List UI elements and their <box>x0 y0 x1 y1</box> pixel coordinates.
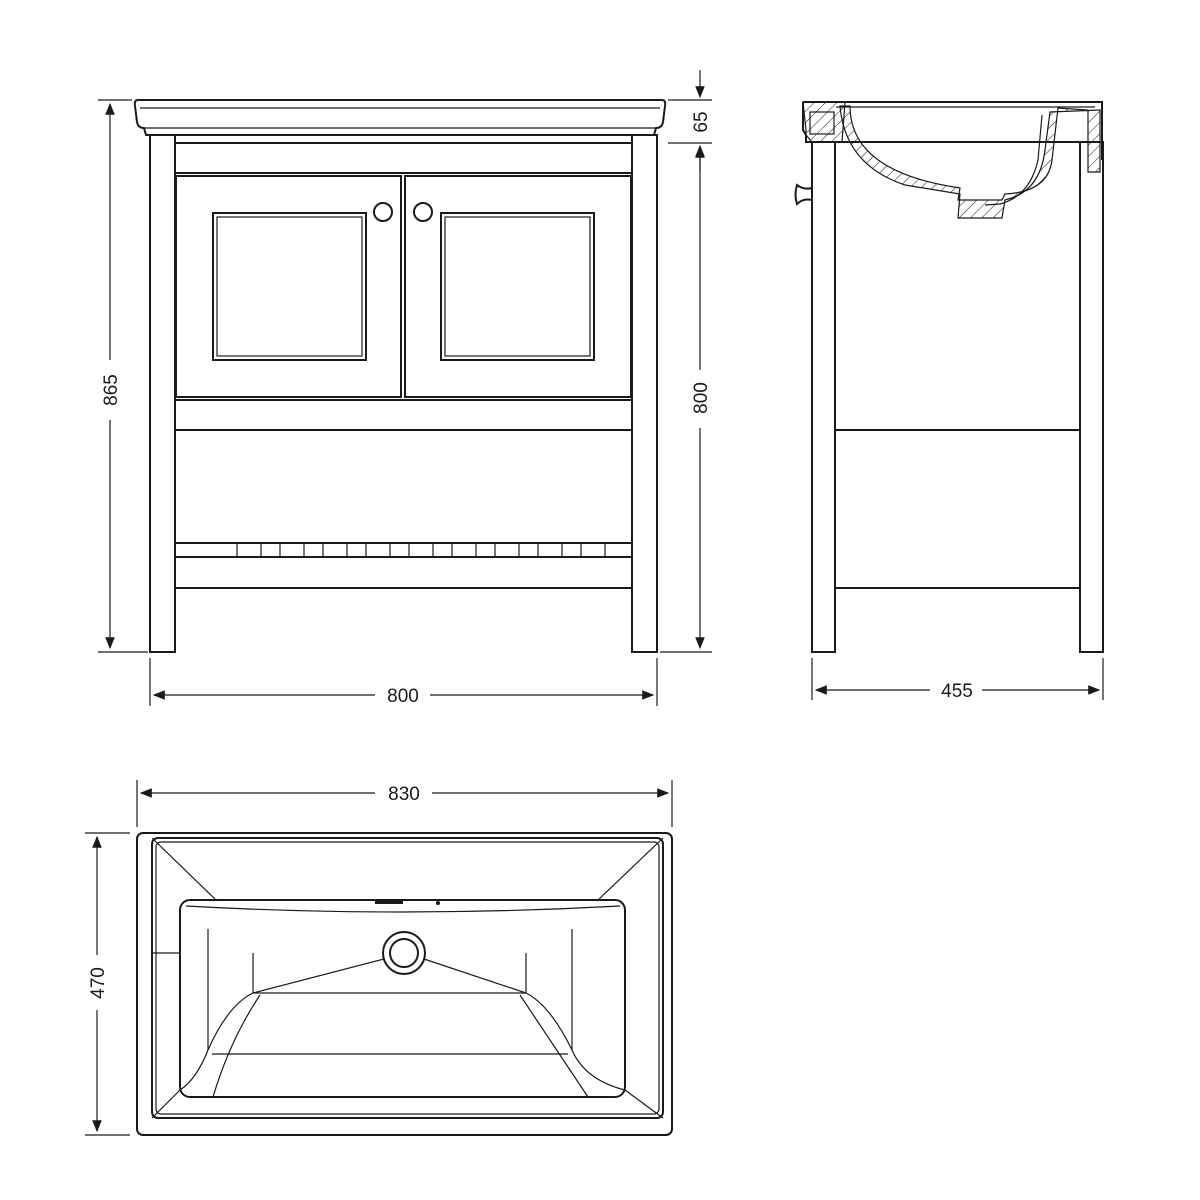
dim-label-plan-depth: 470 <box>88 967 109 999</box>
plan-view: 830 470 <box>85 780 673 1136</box>
shelf-slat-gap <box>494 542 520 558</box>
drain-outer <box>382 931 426 975</box>
bowl <box>179 899 626 1098</box>
side-back-leg <box>1079 141 1104 653</box>
basin-outline <box>136 832 673 1136</box>
dim-label-height-frame: 800 <box>691 382 712 414</box>
left-leg <box>149 134 176 653</box>
left-door-panel <box>212 212 367 361</box>
shelf-slat-gap <box>236 542 262 558</box>
side-view: 455 <box>794 101 1104 702</box>
right-door-panel <box>440 212 595 361</box>
right-door <box>404 175 632 398</box>
dim-label-plan-width: 830 <box>388 784 420 805</box>
shelf-slat-gap <box>580 542 606 558</box>
shelf-slat-gap <box>322 542 348 558</box>
left-door <box>175 175 402 398</box>
shelf-slat-gap <box>365 542 391 558</box>
dim-830: 830 <box>136 780 673 827</box>
dim-label-depth: 455 <box>941 681 973 702</box>
shelf-slat-gap <box>408 542 434 558</box>
right-leg <box>631 134 658 653</box>
dim-470: 470 <box>85 832 130 1136</box>
lower-rail <box>174 399 633 431</box>
drain-inner <box>389 938 419 968</box>
left-knob <box>373 202 393 222</box>
side-front-leg <box>811 141 836 653</box>
shelf-slat-gap <box>537 542 563 558</box>
basin-rim-inner <box>151 837 664 1119</box>
shelf-slat-gap <box>451 542 477 558</box>
shelf-slat-gap <box>279 542 305 558</box>
top-rail <box>174 142 633 174</box>
dim-455: 455 <box>811 658 1104 702</box>
dim-label-height-total: 865 <box>101 374 122 406</box>
right-knob <box>413 202 433 222</box>
dim-800-width: 800 <box>149 658 658 707</box>
side-knob <box>794 183 813 206</box>
slatted-shelf <box>175 542 632 589</box>
front-view: 865 800 65 800 <box>98 70 712 707</box>
basin-top <box>133 99 667 136</box>
dim-865: 865 <box>98 99 148 653</box>
dim-label-top-thickness: 65 <box>691 111 712 132</box>
dim-label-width: 800 <box>387 686 419 707</box>
dim-800-height: 800 65 <box>660 70 712 653</box>
